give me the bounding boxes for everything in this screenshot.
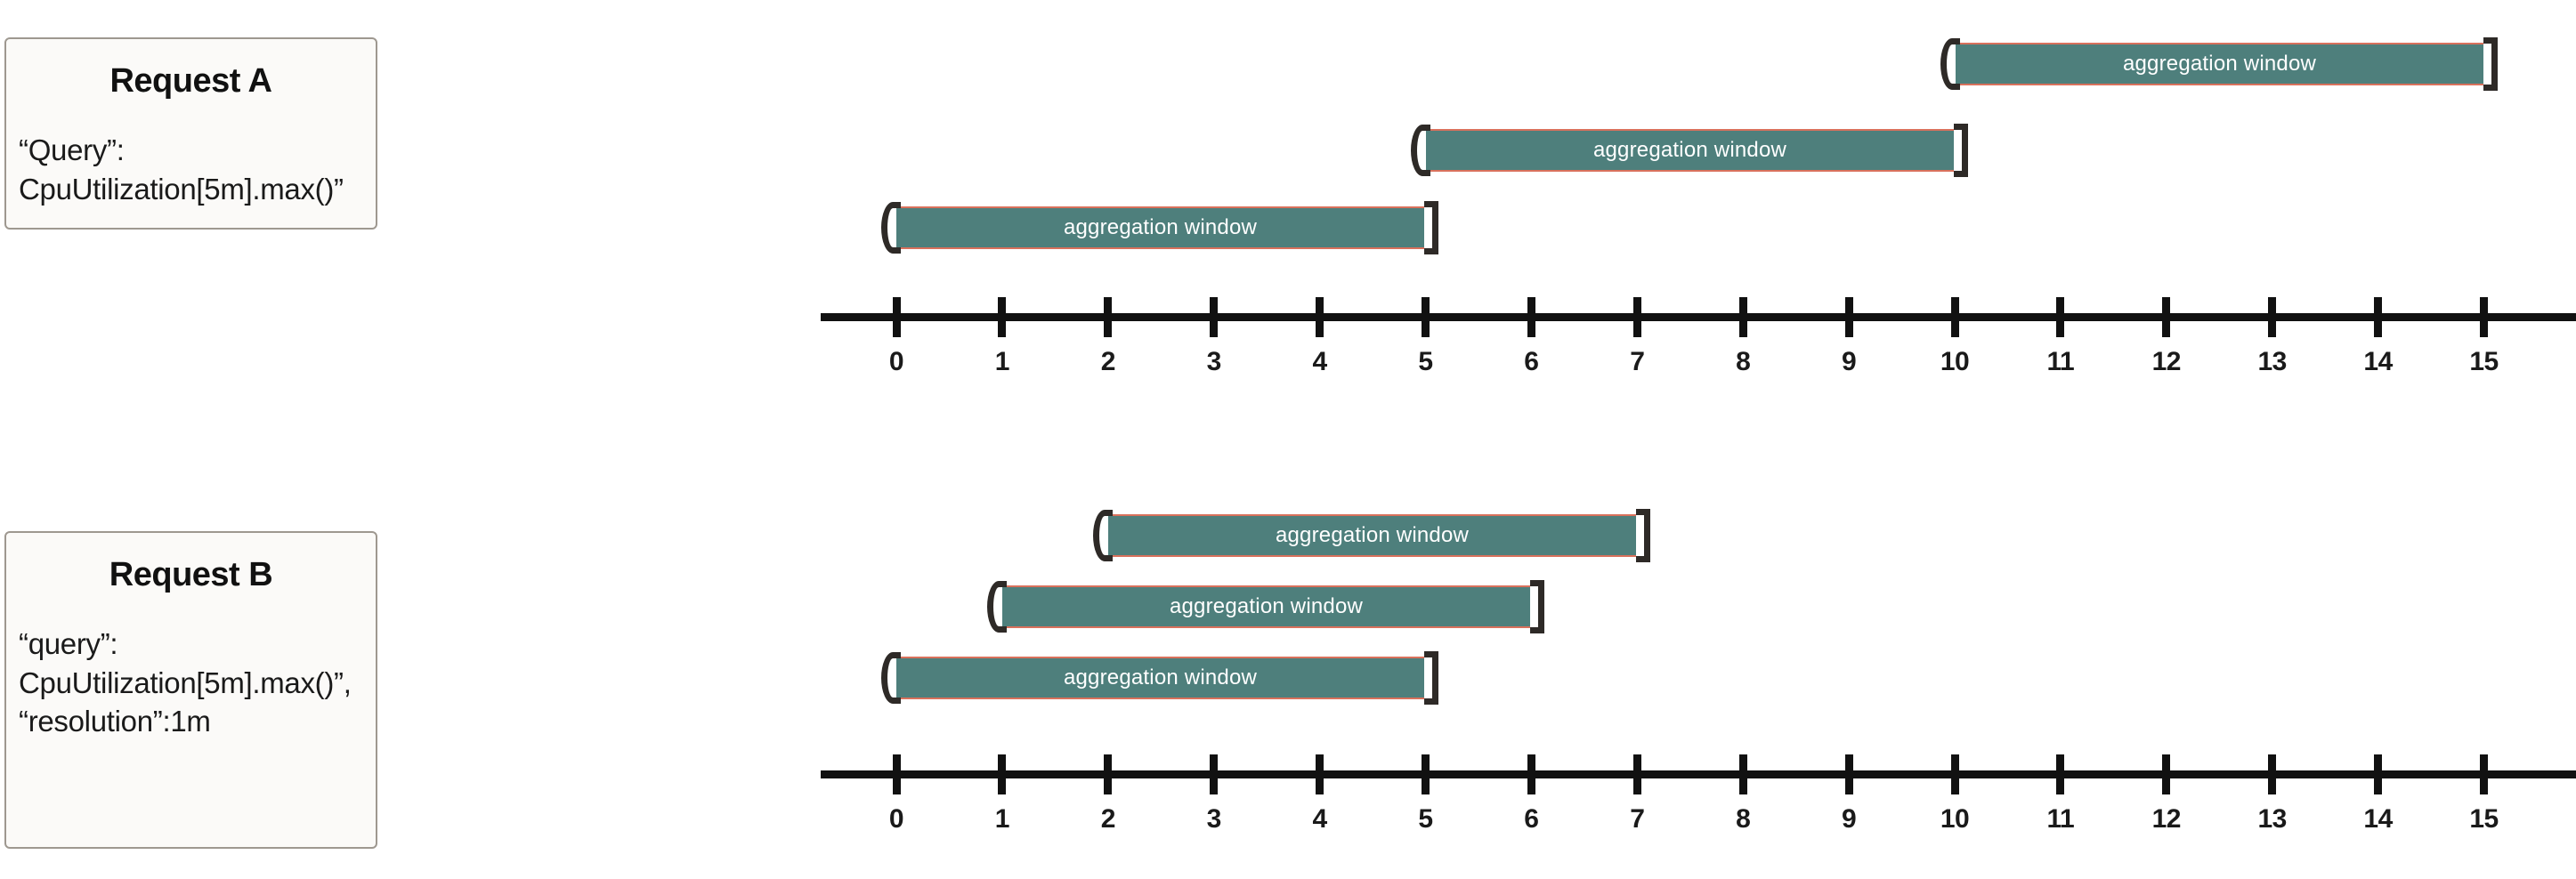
open-bracket-icon — [1411, 125, 1430, 176]
aggregation-window-bar: aggregation window — [1093, 509, 1650, 562]
axis-tick-label: 10 — [1940, 347, 1970, 376]
axis-tick — [1104, 754, 1113, 794]
open-bracket-icon — [1940, 38, 1960, 90]
axis-tick-label: 3 — [1206, 804, 1222, 834]
close-bracket-icon — [1424, 651, 1438, 705]
close-bracket-icon — [1424, 201, 1438, 254]
axis-tick-label: 9 — [1842, 347, 1857, 376]
axis-tick — [998, 297, 1007, 337]
axis-tick — [892, 754, 901, 794]
close-bracket-icon — [1954, 124, 1968, 177]
axis-tick — [1632, 754, 1641, 794]
axis-tick — [2480, 297, 2488, 337]
axis-tick-label: 11 — [2046, 347, 2075, 376]
aggregation-window-label: aggregation window — [1063, 665, 1258, 689]
axis-tick-label: 6 — [1524, 347, 1539, 376]
aggregation-window-bar: aggregation window — [987, 580, 1544, 633]
request-b-box: Request B “query”: CpuUtilization[5m].ma… — [4, 531, 377, 849]
timeline-axis-line — [821, 313, 2576, 321]
aggregation-window-bar: aggregation window — [881, 651, 1438, 705]
axis-tick-label: 11 — [2046, 804, 2075, 834]
axis-tick — [2162, 754, 2171, 794]
axis-tick-label: 1 — [994, 804, 1010, 834]
axis-tick-label: 15 — [2469, 804, 2499, 834]
axis-tick — [1422, 754, 1430, 794]
axis-tick-label: 10 — [1940, 804, 1970, 834]
timeline-axis-line — [821, 770, 2576, 778]
aggregation-window-label: aggregation window — [1169, 594, 1364, 618]
axis-tick-label: 5 — [1418, 804, 1433, 834]
axis-tick — [2056, 297, 2065, 337]
axis-tick-label: 8 — [1736, 804, 1751, 834]
axis-tick-label: 13 — [2257, 347, 2288, 376]
axis-tick — [1738, 297, 1747, 337]
axis-tick-label: 5 — [1418, 347, 1433, 376]
close-bracket-icon — [1636, 509, 1650, 562]
axis-tick — [1316, 754, 1324, 794]
axis-tick — [1210, 297, 1219, 337]
axis-tick — [2056, 754, 2065, 794]
axis-tick — [2268, 297, 2277, 337]
axis-tick — [1527, 754, 1535, 794]
close-bracket-icon — [2483, 37, 2498, 91]
open-bracket-icon — [881, 652, 901, 704]
axis-tick — [2480, 754, 2488, 794]
axis-tick-label: 12 — [2151, 804, 2182, 834]
axis-tick-label: 8 — [1736, 347, 1751, 376]
axis-tick-label: 3 — [1206, 347, 1222, 376]
axis-tick — [1950, 754, 1959, 794]
axis-tick-label: 12 — [2151, 347, 2182, 376]
axis-tick — [1104, 297, 1113, 337]
axis-tick-label: 0 — [888, 347, 904, 376]
axis-tick — [1950, 297, 1959, 337]
axis-tick — [1316, 297, 1324, 337]
axis-tick-label: 6 — [1524, 804, 1539, 834]
axis-tick-label: 14 — [2363, 804, 2393, 834]
axis-tick-label: 4 — [1312, 347, 1328, 376]
request-b-query-text: “query”: CpuUtilization[5m].max()”, “res… — [19, 627, 352, 738]
axis-tick — [1632, 297, 1641, 337]
aggregation-window-label: aggregation window — [1275, 523, 1470, 547]
axis-tick — [1738, 754, 1747, 794]
axis-tick — [1844, 754, 1853, 794]
request-a-query-text: “Query”: CpuUtilization[5m].max()” — [19, 133, 344, 206]
axis-tick-label: 0 — [888, 804, 904, 834]
open-bracket-icon — [1093, 510, 1113, 561]
axis-tick-label: 14 — [2363, 347, 2393, 376]
open-bracket-icon — [987, 581, 1007, 633]
request-a-title: Request A — [109, 62, 272, 100]
axis-tick-label: 15 — [2469, 347, 2499, 376]
request-b-title: Request B — [109, 556, 273, 593]
axis-tick — [1210, 754, 1219, 794]
axis-tick-label: 9 — [1842, 804, 1857, 834]
axis-tick — [2268, 754, 2277, 794]
axis-tick — [892, 297, 901, 337]
axis-tick — [2162, 297, 2171, 337]
close-bracket-icon — [1530, 580, 1544, 633]
axis-tick-label: 13 — [2257, 804, 2288, 834]
axis-tick-label: 7 — [1630, 804, 1645, 834]
request-a-box: Request A “Query”: CpuUtilization[5m].ma… — [4, 37, 377, 230]
open-bracket-icon — [881, 202, 901, 254]
axis-tick — [1527, 297, 1535, 337]
axis-tick-label: 7 — [1630, 347, 1645, 376]
axis-tick-label: 4 — [1312, 804, 1328, 834]
axis-tick — [2374, 297, 2383, 337]
axis-tick-label: 2 — [1100, 804, 1116, 834]
axis-tick — [1422, 297, 1430, 337]
axis-tick — [998, 754, 1007, 794]
axis-tick — [1844, 297, 1853, 337]
axis-tick — [2374, 754, 2383, 794]
axis-tick-label: 1 — [994, 347, 1010, 376]
axis-tick-label: 2 — [1100, 347, 1116, 376]
